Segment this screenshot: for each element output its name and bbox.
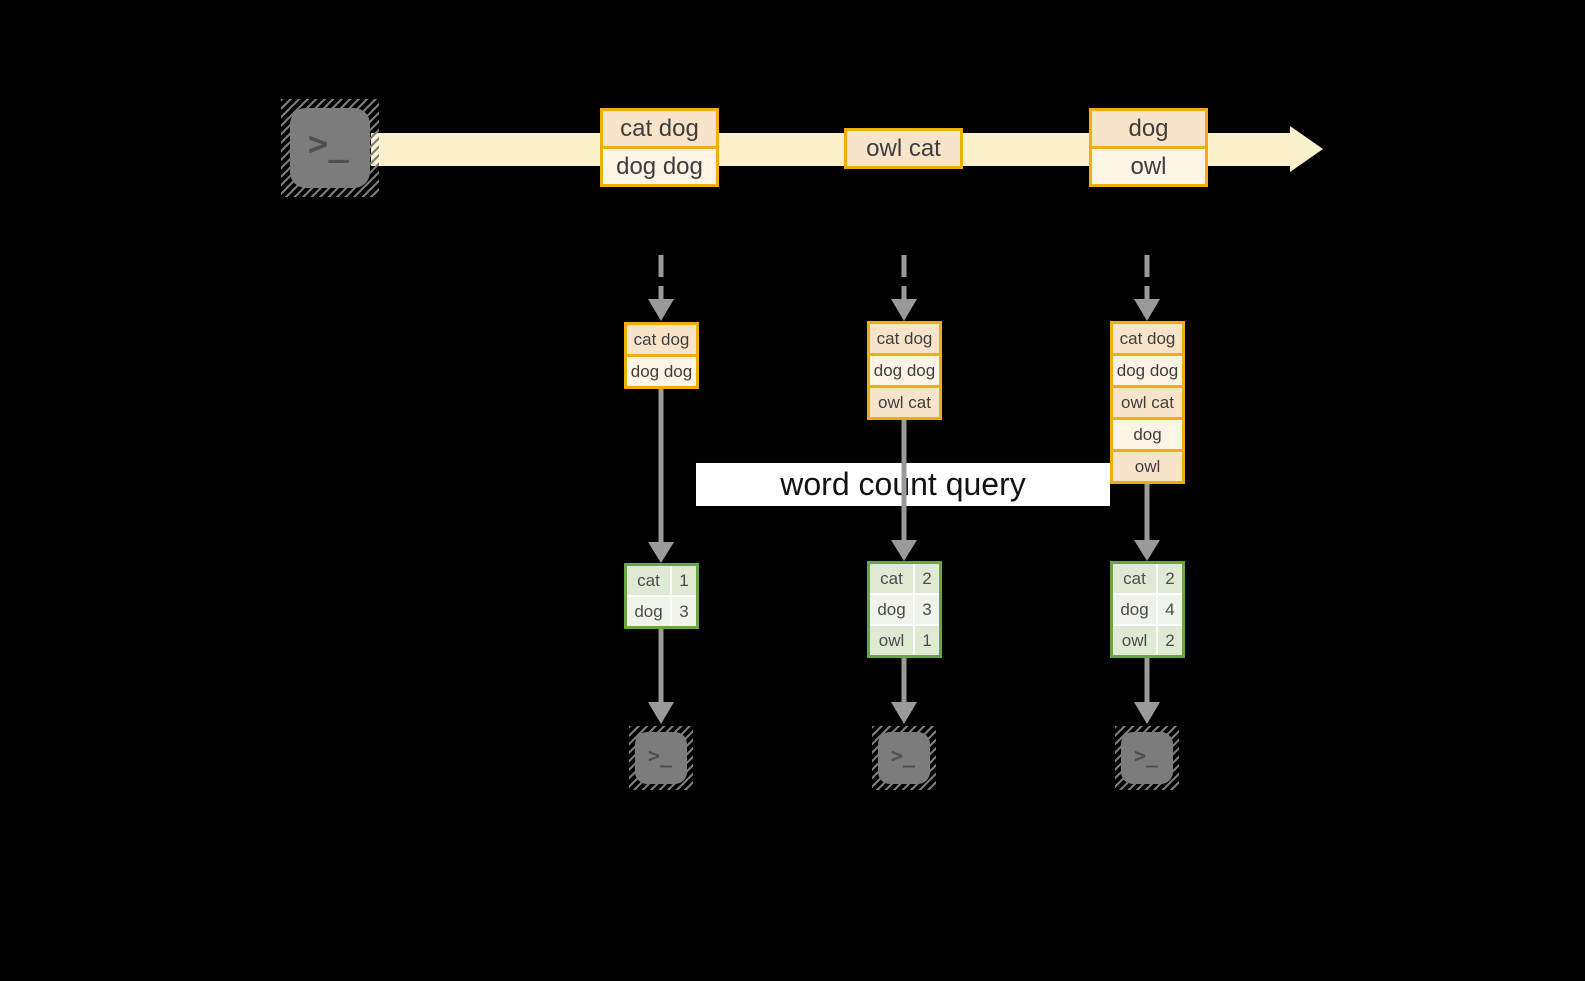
value-cell: 3 (915, 595, 939, 624)
event-row: owl cat (847, 131, 960, 166)
word-cell: cat (1113, 564, 1156, 593)
event-row: owl (1092, 146, 1205, 184)
counts-to-sink-arrow-2 (891, 658, 917, 724)
batch-row: cat dog (1113, 324, 1182, 353)
word-cell: owl (1113, 626, 1156, 655)
terminal-prompt-icon: >_ (647, 743, 673, 768)
batch-to-counts-arrow-2 (891, 420, 917, 561)
value-cell: 1 (672, 566, 696, 595)
count-row: dog 3 (627, 597, 696, 626)
word-count-table-3: cat 2 dog 4 owl 2 (1110, 561, 1185, 658)
batch-row: dog dog (627, 354, 696, 386)
terminal-screen: >_ (878, 732, 930, 784)
batch-row: owl (1113, 449, 1182, 481)
stream-event-box-1: cat dog dog dog (600, 108, 719, 187)
batch-row: dog dog (1113, 353, 1182, 385)
event-row: cat dog (603, 111, 716, 146)
batch-to-counts-arrow-1 (648, 389, 674, 563)
event-row: dog dog (603, 146, 716, 184)
terminal-screen: >_ (1121, 732, 1173, 784)
micro-batch-3: cat dog dog dog owl cat dog owl (1110, 321, 1185, 484)
count-row: dog 3 (870, 595, 939, 624)
batch-row: cat dog (627, 325, 696, 354)
value-cell: 3 (672, 597, 696, 626)
count-row: cat 2 (1113, 564, 1182, 593)
source-terminal-icon: >_ (281, 99, 379, 197)
count-row: cat 1 (627, 566, 696, 595)
batch-row: owl cat (1113, 385, 1182, 417)
trigger-arrow-3 (1134, 255, 1160, 321)
value-cell: 4 (1158, 595, 1182, 624)
word-cell: cat (870, 564, 913, 593)
word-cell: dog (1113, 595, 1156, 624)
count-row: dog 4 (1113, 595, 1182, 624)
stream-event-box-3: dog owl (1089, 108, 1208, 187)
sink-terminal-icon-2: >_ (872, 726, 936, 790)
terminal-prompt-icon: >_ (307, 124, 349, 164)
word-cell: owl (870, 626, 913, 655)
word-cell: dog (627, 597, 670, 626)
terminal-screen: >_ (635, 732, 687, 784)
sink-terminal-icon-1: >_ (629, 726, 693, 790)
count-row: cat 2 (870, 564, 939, 593)
batch-row: dog (1113, 417, 1182, 449)
word-count-table-2: cat 2 dog 3 owl 1 (867, 561, 942, 658)
word-cell: cat (627, 566, 670, 595)
batch-row: owl cat (870, 385, 939, 417)
value-cell: 2 (1158, 626, 1182, 655)
count-row: owl 1 (870, 626, 939, 655)
micro-batch-1: cat dog dog dog (624, 322, 699, 389)
stream-arrowhead-icon (1290, 126, 1323, 172)
batch-row: cat dog (870, 324, 939, 353)
counts-to-sink-arrow-1 (648, 629, 674, 724)
word-count-table-1: cat 1 dog 3 (624, 563, 699, 629)
trigger-arrow-2 (891, 255, 917, 321)
value-cell: 2 (1158, 564, 1182, 593)
event-row: dog (1092, 111, 1205, 146)
counts-to-sink-arrow-3 (1134, 658, 1160, 724)
batch-to-counts-arrow-3 (1134, 484, 1160, 561)
word-cell: dog (870, 595, 913, 624)
sink-terminal-icon-3: >_ (1115, 726, 1179, 790)
value-cell: 2 (915, 564, 939, 593)
value-cell: 1 (915, 626, 939, 655)
trigger-arrow-1 (648, 255, 674, 321)
terminal-screen: >_ (290, 108, 370, 188)
terminal-prompt-icon: >_ (890, 743, 916, 768)
count-row: owl 2 (1113, 626, 1182, 655)
batch-row: dog dog (870, 353, 939, 385)
terminal-prompt-icon: >_ (1133, 743, 1159, 768)
micro-batch-2: cat dog dog dog owl cat (867, 321, 942, 420)
stream-event-box-2: owl cat (844, 128, 963, 169)
